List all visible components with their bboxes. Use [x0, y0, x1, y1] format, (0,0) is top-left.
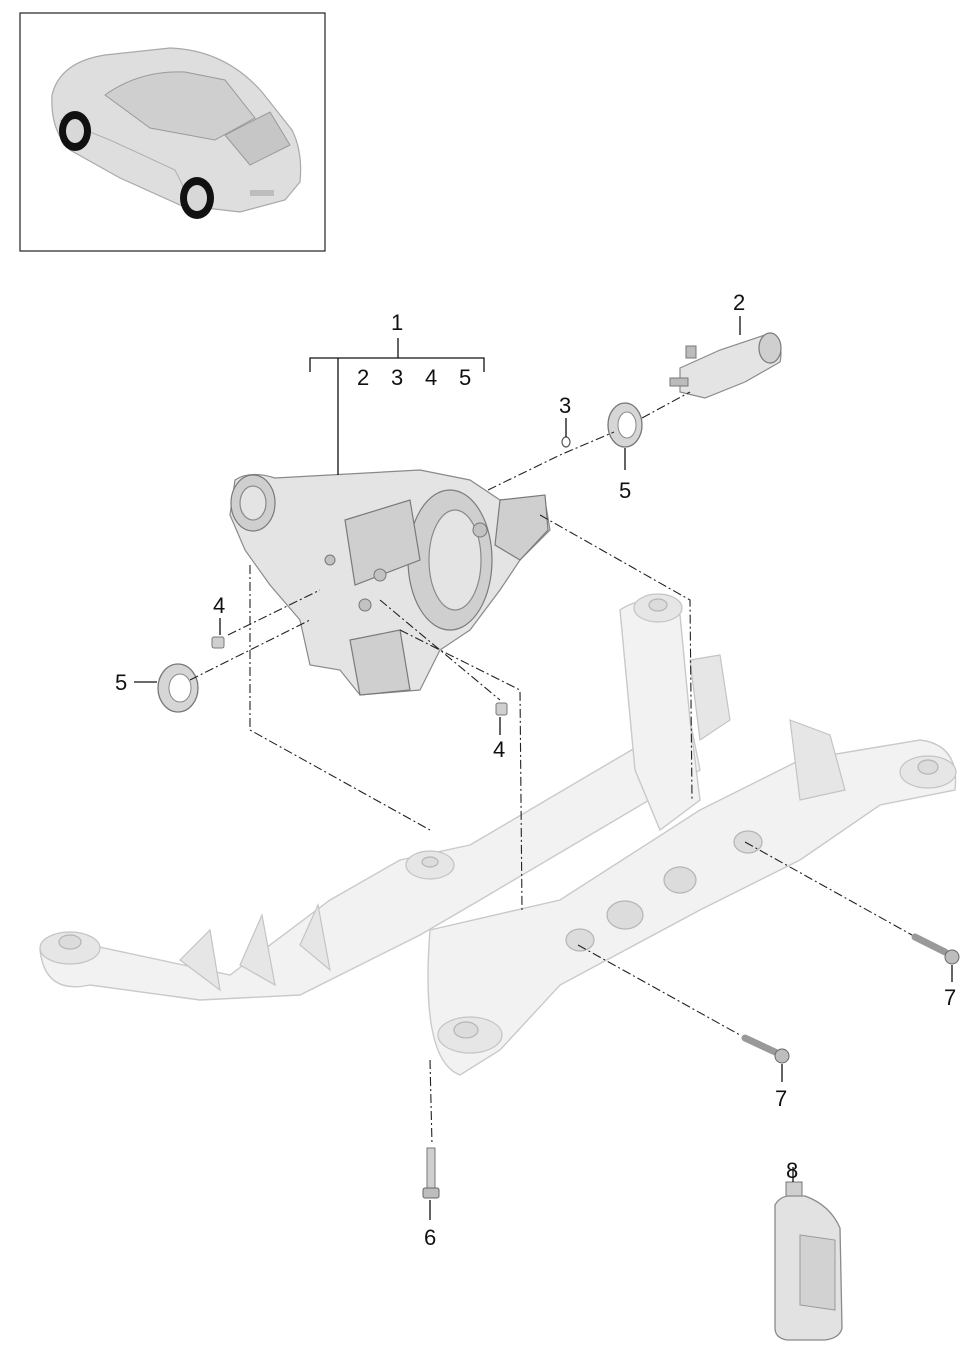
callout-1-sub-4: 4 — [425, 365, 437, 390]
bolt-6 — [422, 1147, 440, 1199]
assembly-lines — [189, 391, 913, 1146]
oil-bottle — [774, 1181, 843, 1341]
callout-6: 6 — [424, 1225, 436, 1250]
callout-1: 1 — [391, 310, 403, 335]
shaft-seal-right — [607, 402, 643, 448]
callout-2: 2 — [733, 290, 745, 315]
callout-numbers: 1 2 3 4 5 2 3 5 4 5 4 7 7 8 6 — [115, 290, 956, 1250]
vehicle-locator-panel — [19, 12, 326, 252]
actuator-motor — [669, 332, 782, 399]
callout-5-right: 5 — [619, 478, 631, 503]
bolt-7-right — [911, 933, 960, 965]
o-ring — [561, 436, 571, 448]
callout-1-sub-2: 2 — [357, 365, 369, 390]
callout-4-left: 4 — [213, 593, 225, 618]
callout-8: 8 — [786, 1158, 798, 1183]
bolt-7-left — [741, 1034, 790, 1064]
callout-7-right: 7 — [944, 985, 956, 1010]
callout-1-sub-3: 3 — [391, 365, 403, 390]
callout-5-left: 5 — [115, 670, 127, 695]
plug-right — [495, 702, 508, 716]
callout-3: 3 — [559, 393, 571, 418]
callout-7-left: 7 — [775, 1086, 787, 1111]
rear-differential — [229, 469, 551, 696]
rear-subframe — [39, 593, 957, 1076]
vehicle-illustration — [51, 47, 302, 219]
callout-4-right: 4 — [493, 737, 505, 762]
leader-lines — [134, 316, 953, 1220]
plug-left — [211, 636, 225, 649]
shaft-seal-left — [157, 663, 199, 713]
callout-1-sub-5: 5 — [459, 365, 471, 390]
